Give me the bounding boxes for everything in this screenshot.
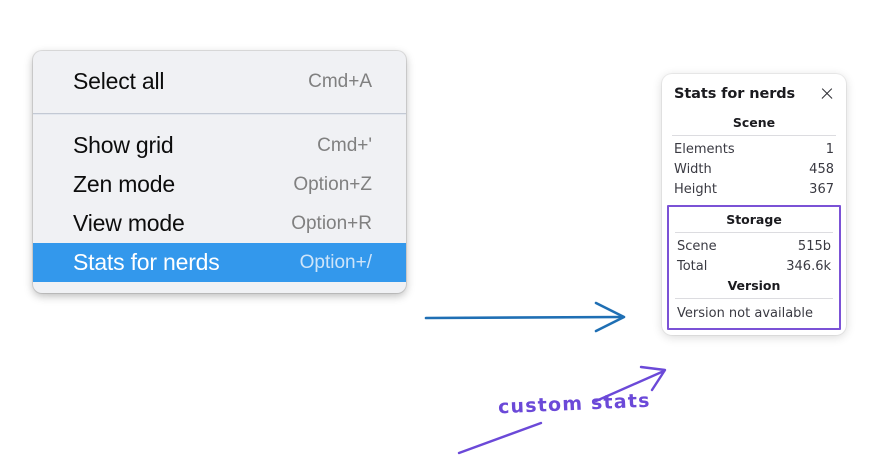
close-icon[interactable]: [819, 86, 835, 102]
custom-stats-highlight-frame: Storage Scene 515b Total 346.6k Version …: [667, 205, 841, 330]
menu-item-label: Stats for nerds: [73, 249, 220, 275]
divider: [675, 298, 833, 299]
version-heading: Version: [727, 278, 781, 293]
stat-row-height: Height 367: [671, 179, 837, 199]
menu-item-zen-mode[interactable]: Zen mode Option+Z: [33, 165, 406, 204]
scene-heading: Scene: [732, 115, 776, 130]
menu-item-label: View mode: [73, 210, 185, 236]
panel-title: Stats for nerds: [674, 86, 796, 102]
version-section: Version Version not available: [674, 276, 834, 323]
menu-item-select-all[interactable]: Select all Cmd+A: [33, 62, 406, 101]
stat-row-elements: Elements 1: [671, 139, 837, 159]
menu-separator: [33, 113, 406, 114]
stat-row-width: Width 458: [671, 159, 837, 179]
menu-item-label: Select all: [73, 68, 165, 94]
stat-value: 1: [825, 141, 834, 157]
version-text: Version not available: [677, 306, 814, 321]
menu-item-shortcut: Option+Z: [293, 173, 372, 195]
menu-item-shortcut: Option+R: [291, 212, 372, 234]
stat-label: Width: [674, 161, 712, 177]
stat-value: 346.6k: [786, 258, 831, 274]
stat-label: Total: [677, 258, 708, 274]
blue-arrow: [424, 301, 626, 333]
divider: [672, 135, 836, 136]
stats-for-nerds-panel: Stats for nerds Scene Elements 1 Width 4…: [662, 74, 846, 335]
menu-item-shortcut: Cmd+A: [308, 70, 372, 92]
menu-group-1: Select all Cmd+A: [33, 51, 406, 113]
context-menu[interactable]: Select all Cmd+A Show grid Cmd+' Zen mod…: [33, 51, 406, 293]
panel-header: Stats for nerds: [671, 84, 837, 102]
menu-item-stats-for-nerds[interactable]: Stats for nerds Option+/: [33, 243, 406, 282]
menu-item-label: Show grid: [73, 132, 174, 158]
storage-heading: Storage: [726, 212, 782, 227]
stat-value: 515b: [797, 238, 831, 254]
stat-label: Height: [674, 181, 717, 197]
menu-group-2: Show grid Cmd+' Zen mode Option+Z View m…: [33, 114, 406, 293]
storage-section: Storage Scene 515b Total 346.6k: [674, 210, 834, 276]
menu-item-show-grid[interactable]: Show grid Cmd+': [33, 126, 406, 165]
menu-item-shortcut: Option+/: [299, 251, 372, 273]
handwritten-annotation-label: custom stats: [497, 389, 652, 419]
stat-label: Elements: [674, 141, 735, 157]
stat-value: 458: [809, 161, 834, 177]
stat-row-storage-scene: Scene 515b: [674, 236, 834, 256]
stat-row-storage-total: Total 346.6k: [674, 256, 834, 276]
menu-item-shortcut: Cmd+': [317, 134, 372, 156]
stat-value: 367: [809, 181, 834, 197]
menu-item-label: Zen mode: [73, 171, 175, 197]
scene-section: Scene Elements 1 Width 458 Height 367: [671, 114, 837, 199]
purple-underline-stroke: [457, 421, 543, 455]
stat-label: Scene: [677, 238, 717, 254]
menu-item-view-mode[interactable]: View mode Option+R: [33, 204, 406, 243]
divider: [675, 232, 833, 233]
